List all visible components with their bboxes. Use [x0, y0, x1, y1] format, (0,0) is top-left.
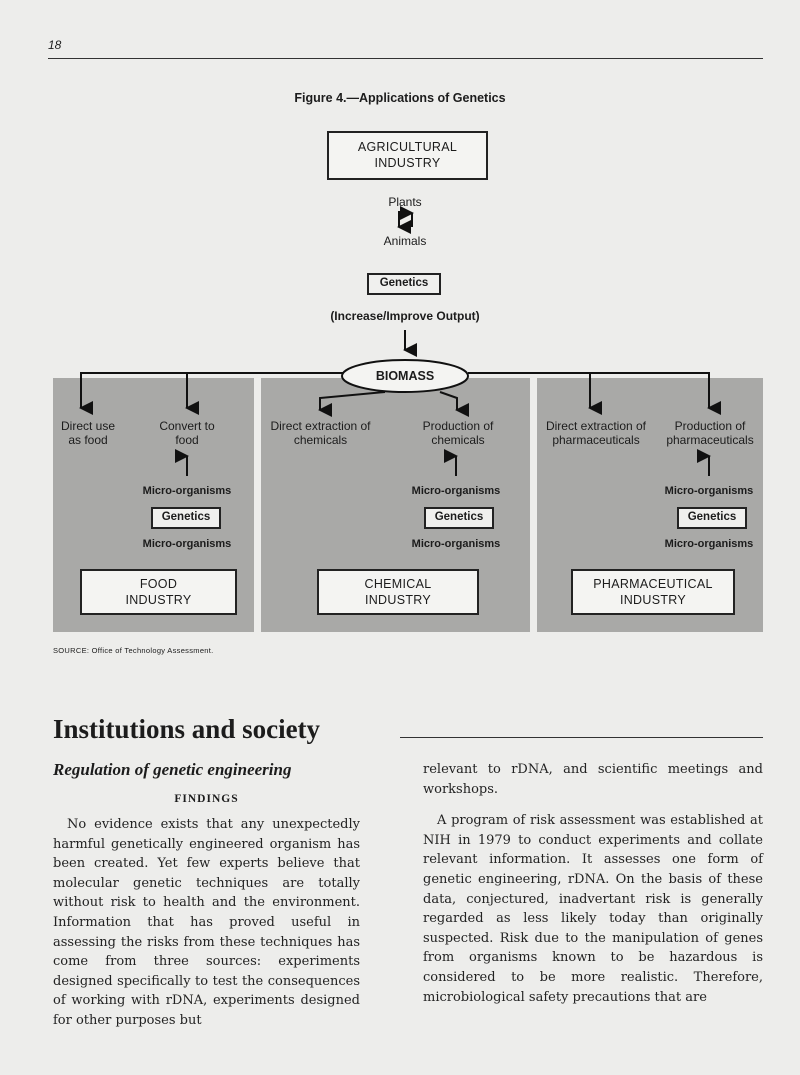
genetics-box: Genetics — [367, 273, 441, 295]
genetics-box: Genetics — [151, 507, 221, 529]
biomass-label: BIOMASS — [375, 369, 435, 383]
box-line: INDUSTRY — [125, 593, 192, 607]
text-line: chemicals — [293, 433, 348, 447]
text-line: Convert to — [159, 419, 215, 433]
genetics-box: Genetics — [424, 507, 494, 529]
text-line: Direct use — [60, 419, 116, 433]
figure-source: SOURCE: Office of Technology Assessment. — [53, 646, 214, 655]
micro-organisms-label: Micro-organisms — [142, 538, 232, 550]
plants-label: Plants — [388, 195, 422, 209]
text-line: chemicals — [431, 433, 485, 447]
paragraph: No evidence exists that any unexpectedly… — [53, 817, 360, 1028]
section-heading: Institutions and society — [53, 714, 321, 744]
micro-organisms-label: Micro-organisms — [664, 538, 754, 550]
box-line: PHARMACEUTICAL — [593, 577, 713, 591]
animals-label: Animals — [383, 234, 427, 248]
chemical-industry-box: CHEMICAL INDUSTRY — [317, 569, 479, 615]
subheading: Regulation of genetic engineering — [53, 760, 292, 779]
box-line: AGRICULTURAL — [357, 140, 458, 154]
text-line: Direct extraction of — [270, 419, 371, 433]
text-line: Production of — [674, 419, 746, 433]
micro-organisms-label: Micro-organisms — [664, 485, 754, 497]
text-line: food — [175, 433, 199, 447]
top-rule — [48, 58, 763, 59]
right-column-text: relevant to rDNA, and scientific meeting… — [423, 760, 763, 1007]
text-line: Direct extraction of — [545, 419, 647, 433]
box-line: INDUSTRY — [374, 156, 441, 170]
production-chemicals-label: Production of chemicals — [408, 419, 508, 447]
text-line: pharmaceuticals — [666, 433, 754, 447]
figure-title: Figure 4.—Applications of Genetics — [294, 91, 506, 105]
direct-extraction-pharma-label: Direct extraction of pharmaceuticals — [536, 419, 656, 447]
text-line: pharmaceuticals — [552, 433, 640, 447]
genetics-box: Genetics — [677, 507, 747, 529]
micro-organisms-label: Micro-organisms — [411, 485, 501, 497]
micro-organisms-label: Micro-organisms — [411, 538, 501, 550]
direct-extraction-chemicals-label: Direct extraction of chemicals — [258, 419, 383, 447]
box-line: INDUSTRY — [364, 593, 432, 607]
production-pharma-label: Production of pharmaceuticals — [656, 419, 764, 447]
micro-organisms-label: Micro-organisms — [142, 485, 232, 497]
paragraph: relevant to rDNA, and scientific meeting… — [423, 762, 763, 797]
text-line: Production of — [422, 419, 494, 433]
box-line: CHEMICAL — [364, 577, 432, 591]
box-line: FOOD — [139, 577, 178, 591]
findings-label: FINDINGS — [174, 793, 239, 805]
left-column-text: No evidence exists that any unexpectedly… — [53, 815, 360, 1031]
text-line: as food — [68, 433, 108, 447]
page-number: 18 — [48, 38, 62, 52]
pharmaceutical-industry-box: PHARMACEUTICAL INDUSTRY — [571, 569, 735, 615]
agricultural-industry-box: AGRICULTURAL INDUSTRY — [327, 131, 488, 180]
convert-food-label: Convert to food — [142, 419, 232, 447]
food-industry-box: FOOD INDUSTRY — [80, 569, 237, 615]
figure-connectors — [79, 206, 721, 476]
direct-use-label: Direct use as food — [48, 419, 128, 447]
box-line: INDUSTRY — [619, 593, 687, 607]
heading-rule — [400, 737, 763, 738]
paragraph: A program of risk assessment was establi… — [423, 813, 763, 1005]
output-note: (Increase/Improve Output) — [330, 309, 480, 323]
